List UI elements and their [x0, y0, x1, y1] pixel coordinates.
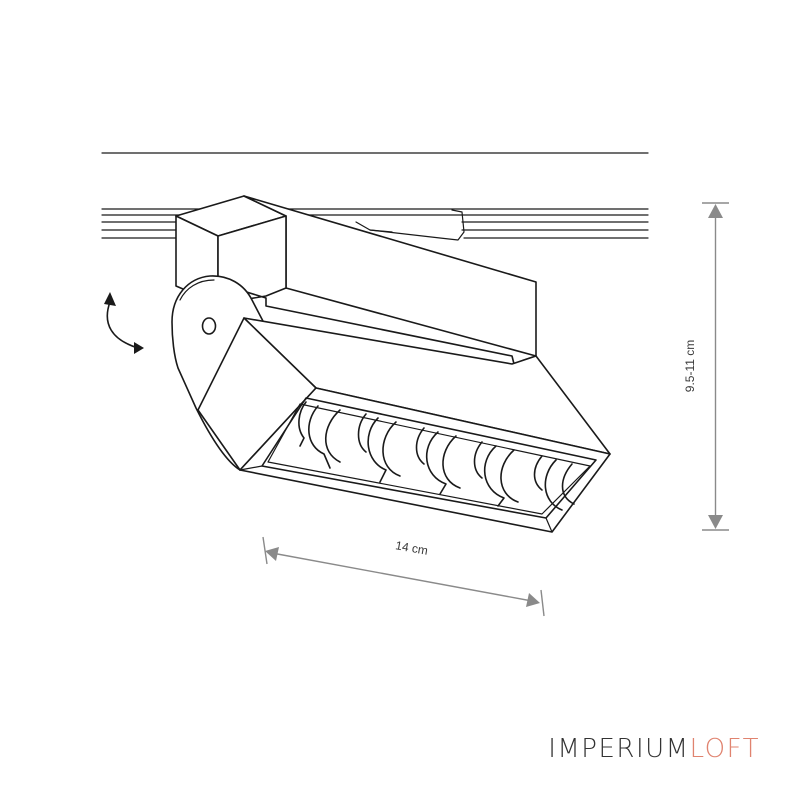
height-dimension: 9.5-11 cm [683, 202, 729, 531]
led-louvers [298, 401, 575, 511]
height-dimension-label: 9.5-11 cm [683, 340, 697, 392]
lamp-head [197, 317, 611, 533]
width-dimension: 14 cm [262, 536, 545, 617]
hinge-screw [201, 317, 217, 335]
brand-logo-part1: IMPERIUM [548, 734, 690, 764]
brand-logo: IMPERIUMLOFT [548, 734, 760, 764]
width-dimension-label: 14 cm [394, 538, 429, 557]
rotate-arrow-icon [104, 292, 144, 354]
adapter-block [175, 195, 537, 365]
brand-logo-part2: LOFT [689, 734, 760, 764]
